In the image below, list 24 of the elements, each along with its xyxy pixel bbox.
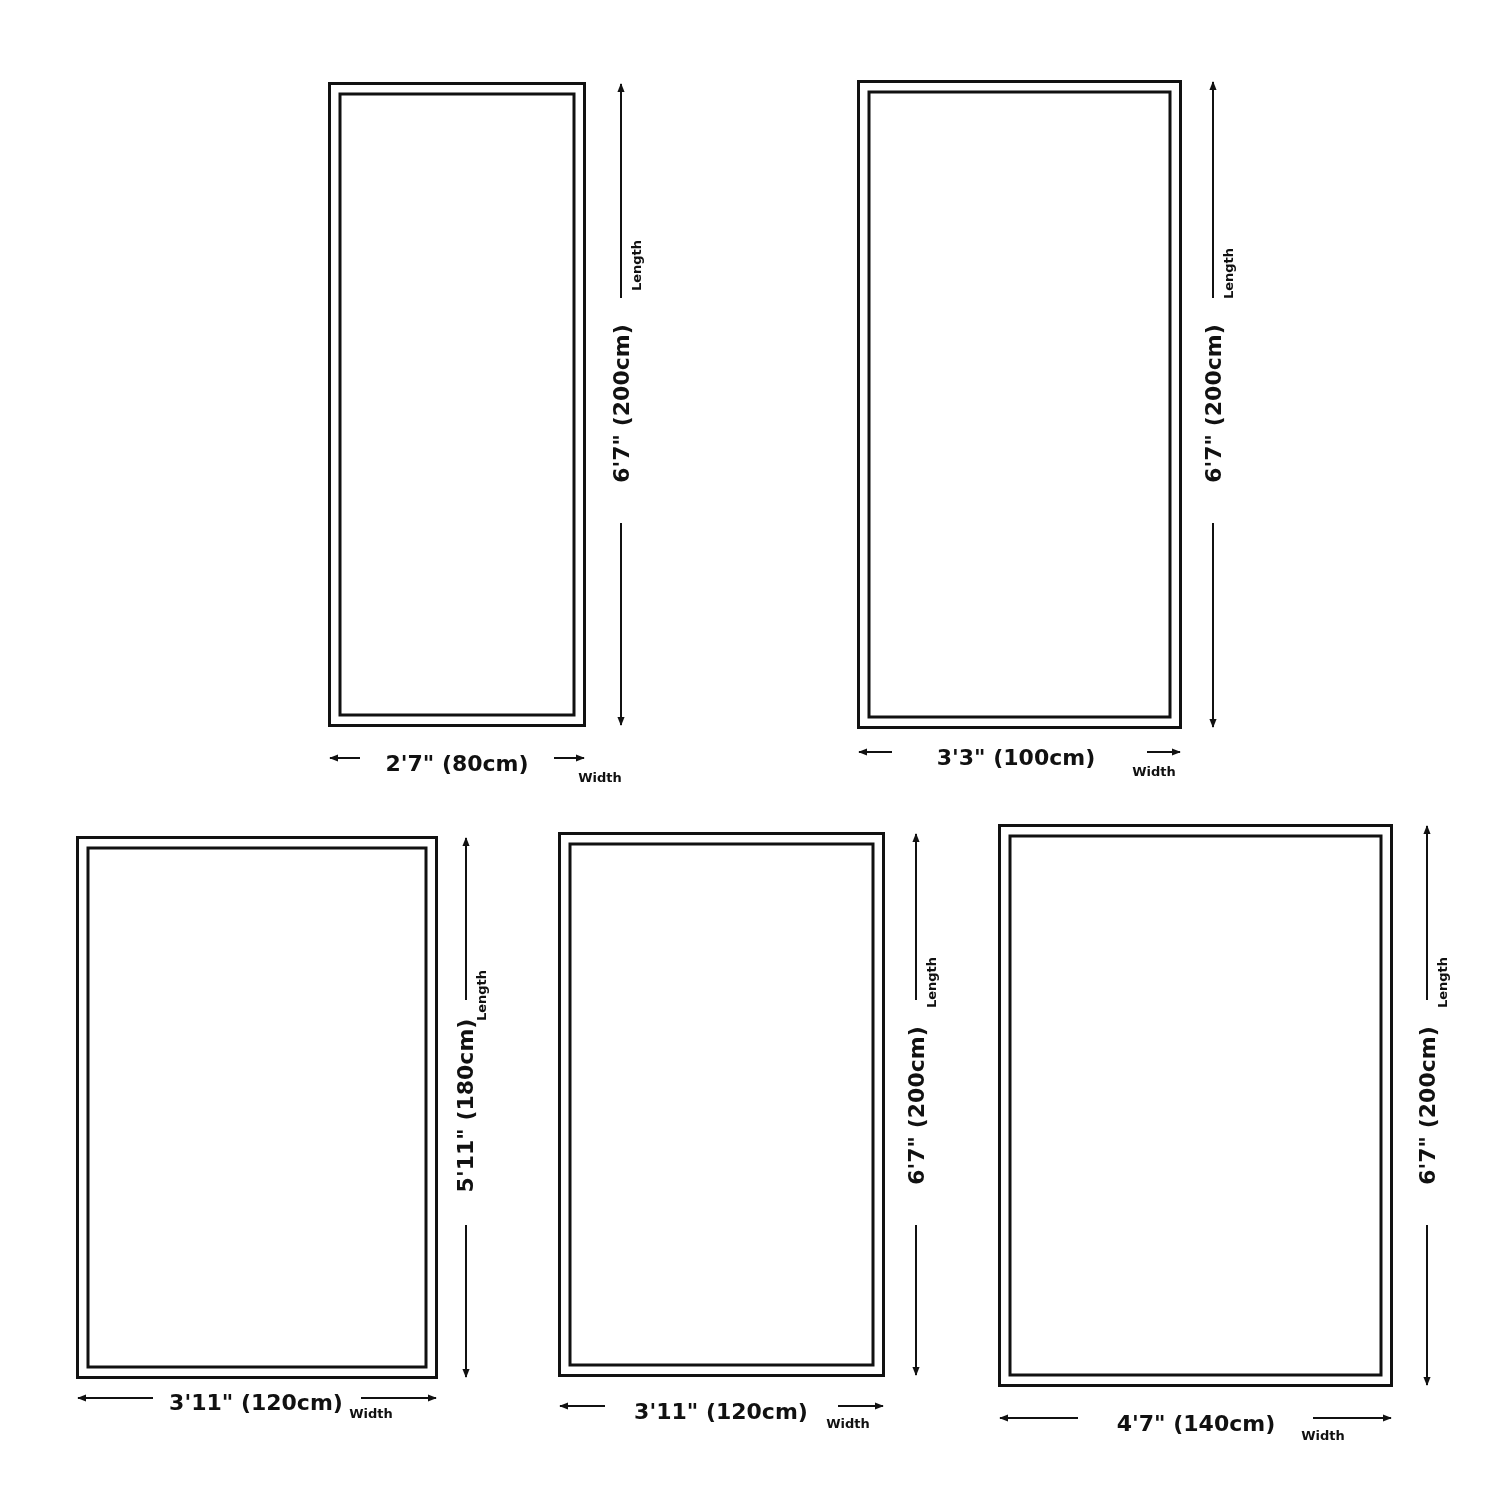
rug-outline [76, 836, 438, 1379]
axis-label: Width [578, 769, 622, 785]
rug-outline [558, 832, 885, 1377]
axis-label: Length [474, 969, 490, 1021]
axis-label: Width [1132, 763, 1176, 779]
rug-outline [998, 824, 1393, 1387]
dimension-label: 3'11" (120cm) [634, 1398, 808, 1424]
rug-outline [328, 82, 586, 727]
dimension-label: 6'7" (200cm) [903, 1025, 929, 1185]
dimension-label: 3'3" (100cm) [936, 744, 1096, 770]
dimension-label: 4'7" (140cm) [1116, 1410, 1276, 1436]
axis-label: Length [924, 956, 940, 1008]
dimension-label: 2'7" (80cm) [385, 750, 529, 776]
axis-label: Length [629, 239, 645, 291]
dimension-label: 6'7" (200cm) [1200, 323, 1226, 483]
axis-label: Length [1221, 247, 1237, 299]
dimension-label: 3'11" (120cm) [169, 1389, 343, 1415]
axis-label: Width [826, 1415, 870, 1431]
dimension-label: 6'7" (200cm) [608, 323, 634, 483]
dimension-label: 6'7" (200cm) [1414, 1025, 1440, 1185]
axis-label: Width [349, 1405, 393, 1421]
axis-label: Width [1301, 1427, 1345, 1443]
rug-outline [857, 80, 1182, 729]
axis-label: Length [1435, 956, 1451, 1008]
